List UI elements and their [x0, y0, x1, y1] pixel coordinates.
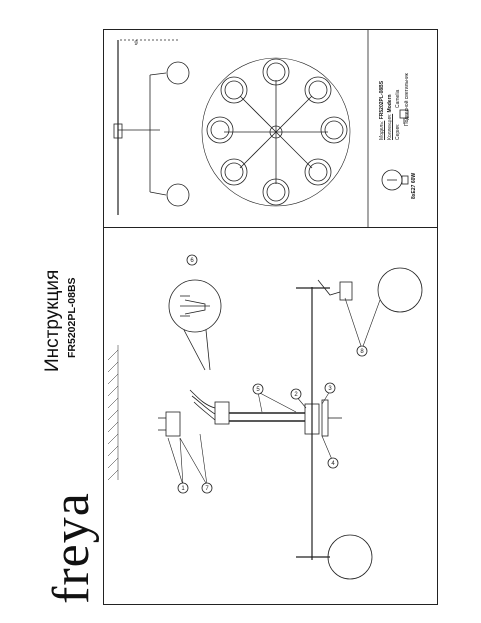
callout-3-label: 3: [328, 386, 332, 392]
fixture-hub: [296, 287, 342, 560]
callout-3: [324, 382, 336, 394]
callout-4-label: 4: [331, 461, 335, 467]
callout-9-label: 9: [134, 41, 138, 47]
suspension-rod: [229, 412, 305, 422]
callout-5: [252, 383, 264, 395]
mounting-bracket: [158, 411, 181, 437]
callout-7: [201, 482, 213, 494]
callout-4: [327, 457, 339, 469]
callout-leaders: [167, 297, 381, 486]
assembly-diagram-panel: [103, 227, 438, 605]
callout-7-label: 7: [205, 486, 209, 492]
callout-1-label: 1: [181, 486, 185, 492]
side-view-drawing: [113, 39, 190, 215]
ceiling-icon: [399, 109, 409, 124]
callout-1: [177, 482, 189, 494]
callout-markers: [177, 254, 368, 494]
ceiling-hatch: [107, 345, 119, 481]
globe-shades: [317, 267, 423, 580]
top-view-drawing: [201, 57, 351, 207]
canopy-drawing: [189, 389, 230, 425]
bulb-icon: [381, 169, 409, 191]
callout-2: [290, 388, 302, 400]
callout-6-label: 6: [190, 258, 194, 264]
zoom-detail: [168, 279, 222, 371]
callout-8-label: 8: [360, 349, 364, 355]
callout-5-label: 5: [256, 387, 260, 393]
callout-2-label: 2: [294, 392, 298, 398]
callout-8: [356, 345, 368, 357]
callout-6: [186, 254, 198, 266]
